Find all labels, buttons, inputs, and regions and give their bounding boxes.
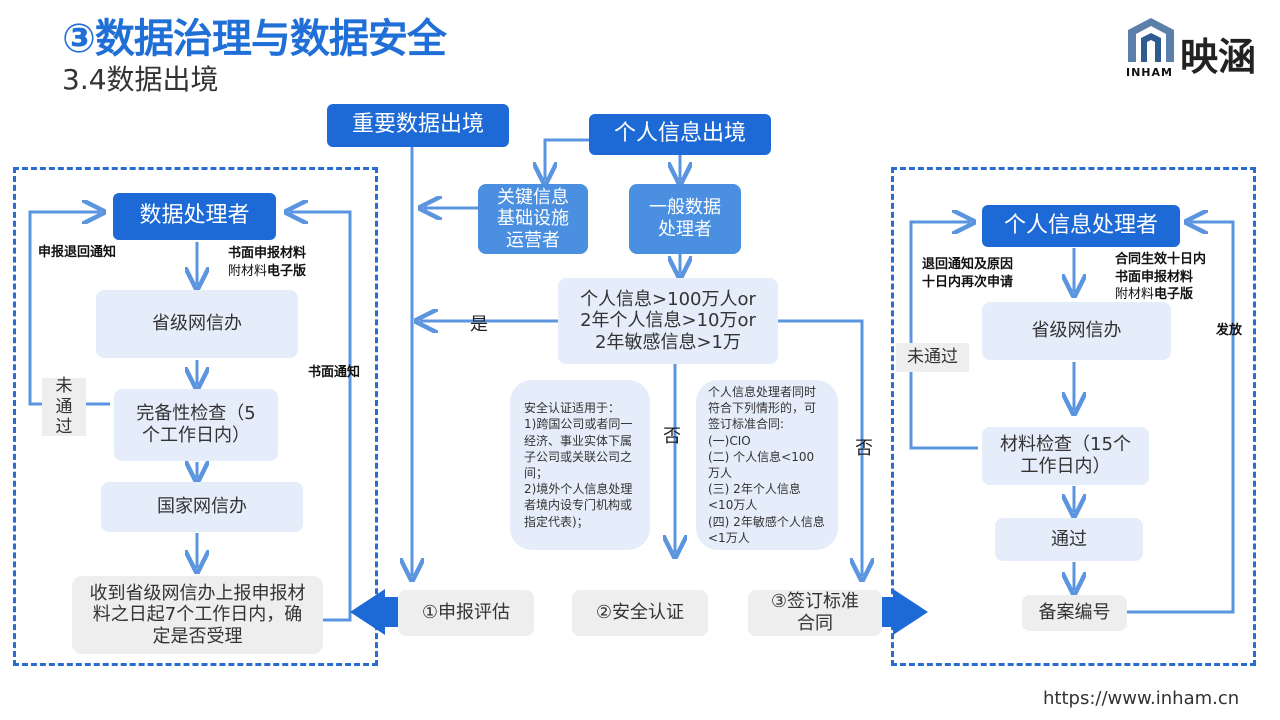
- left-provincial-node: 省级网信办: [96, 290, 298, 358]
- page-subtitle: 3.4数据出境: [62, 63, 219, 96]
- written-notice-label: 书面通知: [308, 365, 361, 380]
- return-notice-label: 申报退回通知: [38, 245, 117, 260]
- materials-attach-bold: 电子版: [267, 263, 307, 279]
- standard-contract-note: 个人信息处理者同时符合下列情形的，可签订标准合同: (一)CIO (二) 个人信…: [696, 380, 838, 550]
- left-not-passed-label: 未通过: [42, 376, 86, 437]
- right-provincial-node: 省级网信办: [982, 302, 1171, 360]
- general-processor-node: 一般数据处理者: [629, 184, 741, 254]
- threshold-node: 个人信息>100万人or 2年个人信息>10万or 2年敏感信息>1万: [558, 278, 778, 364]
- receive-materials-node: 收到省级网信办上报申报材料之日起7个工作日内，确定是否受理: [72, 576, 323, 654]
- option-declare-assessment: ①申报评估: [398, 590, 534, 636]
- return-reason-label: 退回通知及原因 十日内再次申请: [922, 256, 1013, 291]
- contract-attach-prefix: 附材料: [1115, 287, 1155, 303]
- left-region-box: [13, 167, 378, 666]
- option-security-cert: ②安全认证: [572, 590, 708, 636]
- footer-url[interactable]: https://www.inham.cn: [1043, 688, 1240, 709]
- no-label-middle: 否: [663, 426, 681, 447]
- passed-node: 通过: [995, 518, 1143, 561]
- no-label-right: 否: [855, 438, 873, 459]
- right-not-passed-label: 未通过: [896, 343, 969, 372]
- pi-processor-node: 个人信息处理者: [982, 205, 1180, 247]
- important-data-export-node: 重要数据出境: [327, 104, 509, 147]
- contract-line-1: 合同生效十日内: [1115, 252, 1207, 267]
- logo-text: 映涵: [1180, 35, 1257, 79]
- security-cert-note: 安全认证适用于： 1)跨国公司或者同一经济、事业实体下属子公司或关联公司之间； …: [510, 380, 650, 550]
- issue-label: 发放: [1216, 323, 1243, 338]
- material-check-node: 材料检查（15个工作日内）: [982, 427, 1149, 485]
- materials-attach-prefix: 附材料: [228, 263, 268, 279]
- materials-bold: 书面申报材料: [228, 246, 307, 261]
- return-reason-line-2: 十日内再次申请: [922, 274, 1014, 290]
- cii-operator-node: 关键信息基础设施运营者: [478, 184, 588, 254]
- logo-subtext: INHAM: [1126, 66, 1173, 79]
- inham-logo-icon: [1128, 18, 1174, 62]
- right-region-box: [891, 167, 1256, 666]
- data-processor-node: 数据处理者: [113, 193, 276, 240]
- contract-line-2: 书面申报材料: [1115, 269, 1194, 285]
- option-standard-contract: ③签订标准合同: [748, 590, 882, 636]
- completeness-check-node: 完备性检查（5个工作日内）: [114, 389, 278, 461]
- record-number-node: 备案编号: [1022, 595, 1127, 631]
- contract-label: 合同生效十日内 书面申报材料 附材料电子版: [1115, 251, 1206, 304]
- yes-label: 是: [470, 314, 488, 335]
- page-title: ③数据治理与数据安全: [62, 16, 447, 62]
- return-reason-line-1: 退回通知及原因: [922, 257, 1014, 272]
- national-cac-node: 国家网信办: [101, 482, 303, 532]
- materials-label: 书面申报材料 附材料电子版: [228, 245, 306, 280]
- personal-info-export-node: 个人信息出境: [589, 114, 771, 155]
- contract-attach-bold: 电子版: [1154, 287, 1194, 303]
